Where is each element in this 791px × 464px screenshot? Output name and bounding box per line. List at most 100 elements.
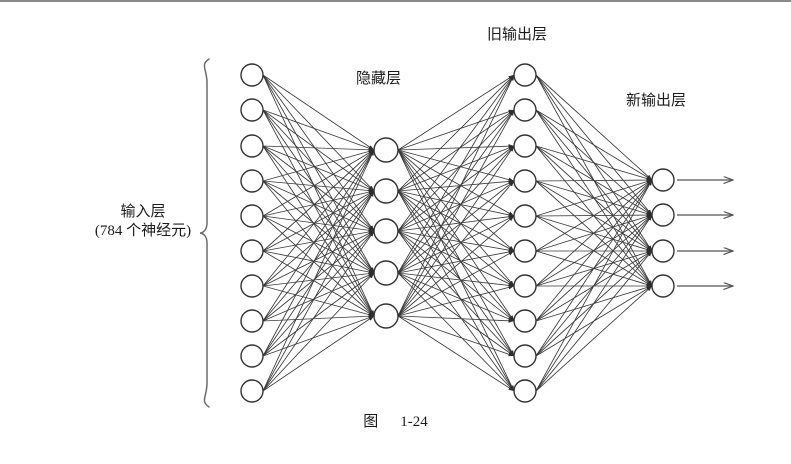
- connection-line: [397, 215, 515, 274]
- connection-line: [535, 214, 653, 392]
- connection-line: [535, 109, 653, 216]
- neuron-node-old_output_layer-4: [513, 169, 537, 193]
- connection-line: [397, 149, 515, 322]
- neuron-node-new_output_layer-4: [651, 274, 675, 298]
- neuron-nodes: [240, 63, 675, 403]
- connection-line: [262, 74, 375, 317]
- neuron-node-input_layer-5: [240, 204, 264, 228]
- neuron-node-hidden_layer-3: [373, 218, 399, 244]
- connection-line: [397, 149, 515, 357]
- connection-line: [397, 250, 515, 317]
- connection-line: [397, 145, 515, 192]
- connection-line: [262, 230, 375, 287]
- neuron-node-input_layer-7: [240, 274, 264, 298]
- connection-line: [262, 272, 375, 357]
- connection-line: [535, 74, 653, 181]
- connection-line: [397, 190, 515, 392]
- connection-line: [397, 149, 515, 392]
- connection-line: [262, 190, 375, 217]
- connection-line: [262, 250, 375, 274]
- connection-line: [262, 74, 375, 232]
- connection-line: [397, 230, 515, 287]
- connection-line: [397, 190, 515, 357]
- connection-line: [397, 149, 515, 252]
- connection-line: [262, 250, 375, 317]
- connection-line: [397, 149, 515, 287]
- connection-line: [262, 215, 375, 317]
- input-layer-brace: [199, 58, 210, 408]
- connection-line: [535, 179, 653, 217]
- connection-line: [397, 180, 515, 274]
- connection-line: [397, 190, 515, 252]
- neuron-node-old_output_layer-8: [513, 309, 537, 333]
- connection-line: [535, 179, 653, 322]
- connection-line: [397, 74, 515, 317]
- neuron-node-hidden_layer-4: [373, 260, 399, 286]
- connection-line: [397, 144, 515, 151]
- neuron-node-input_layer-3: [240, 134, 264, 158]
- neuron-node-old_output_layer-6: [513, 239, 537, 263]
- connection-line: [397, 109, 515, 317]
- connection-line: [397, 315, 515, 392]
- connection-line: [397, 74, 515, 192]
- connection-line: [397, 272, 515, 392]
- connection-line: [397, 145, 515, 274]
- connection-line: [535, 179, 653, 392]
- connection-line: [397, 190, 515, 322]
- connection-line: [397, 230, 515, 253]
- connection-line: [262, 180, 375, 232]
- connection-line: [262, 230, 375, 322]
- connection-line: [262, 74, 375, 192]
- connection-line: [262, 74, 375, 151]
- connection-line: [397, 145, 515, 232]
- connection-line: [262, 230, 375, 357]
- connection-line: [397, 149, 515, 182]
- connection-line: [535, 285, 653, 392]
- page-top-border: [0, 0, 791, 2]
- connection-line: [262, 215, 375, 274]
- connection-line: [397, 190, 515, 287]
- connection-line: [262, 109, 375, 232]
- connection-line: [397, 190, 515, 217]
- connection-line: [535, 178, 653, 183]
- connection-line: [397, 215, 515, 317]
- connection-line: [397, 74, 515, 232]
- label-input-layer-title: 输入层: [120, 204, 166, 220]
- connection-line: [262, 314, 375, 322]
- connection-line: [262, 149, 375, 217]
- connection-line: [397, 74, 515, 274]
- connection-line: [262, 149, 375, 182]
- figure-caption-number: 1-24: [400, 414, 428, 430]
- connection-line: [535, 145, 653, 181]
- label-new-output-layer: 新输出层: [626, 93, 687, 109]
- connection-line: [262, 229, 375, 252]
- connection-line: [397, 214, 515, 232]
- connection-line: [397, 230, 515, 357]
- connection-line: [397, 250, 515, 274]
- neuron-node-old_output_layer-1: [513, 63, 537, 87]
- connection-line: [262, 190, 375, 252]
- label-old-output-layer: 旧输出层: [487, 27, 548, 43]
- connection-line: [262, 149, 375, 392]
- neuron-node-input_layer-10: [240, 379, 264, 403]
- neuron-node-input_layer-8: [240, 309, 264, 333]
- output-arrows: [677, 180, 733, 286]
- connection-line: [397, 230, 515, 392]
- neuron-node-old_output_layer-3: [513, 134, 537, 158]
- connection-line: [535, 179, 653, 287]
- connection-line: [262, 145, 375, 232]
- connection-line: [397, 179, 515, 192]
- connection-line: [397, 315, 515, 357]
- connection-line: [262, 145, 375, 152]
- connection-line: [262, 180, 375, 317]
- neuron-node-input_layer-1: [240, 63, 264, 87]
- connection-line: [262, 109, 375, 192]
- connection-line: [262, 190, 375, 392]
- input-layer-brace-path: [199, 58, 210, 408]
- connection-line: [397, 74, 515, 151]
- neuron-node-old_output_layer-9: [513, 344, 537, 368]
- connection-line: [262, 190, 375, 357]
- connection-line: [397, 109, 515, 151]
